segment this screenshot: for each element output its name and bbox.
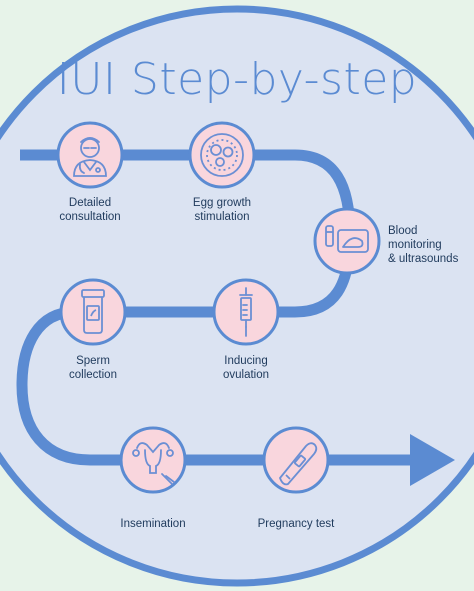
page-title: IUI Step-by-step — [56, 54, 418, 105]
step-label-inducing-ovulation: Inducing ovulation — [222, 355, 270, 381]
egg-cells-icon — [200, 133, 244, 177]
step-label-blood-monitoring: Blood monitoring & ultrasounds — [388, 225, 459, 265]
step-label-egg-growth: Egg growth stimulation — [192, 197, 252, 223]
journey-path — [16, 149, 420, 466]
uterus-icon — [132, 442, 175, 485]
pregnancy-test-icon — [279, 442, 318, 486]
step-node-egg-growth — [188, 121, 256, 189]
step-label-insemination: Insemination — [120, 518, 186, 530]
doctor-icon — [73, 137, 107, 177]
step-node-blood-monitoring — [313, 207, 381, 275]
step-label-consultation: Detailed consultation — [59, 197, 121, 223]
step-node-consultation — [56, 121, 124, 189]
step-label-pregnancy-test: Pregnancy test — [257, 518, 335, 530]
step-node-sperm-collection — [59, 278, 127, 346]
step-label-sperm-collection: Sperm collection — [69, 355, 117, 381]
step-node-pregnancy-test — [262, 426, 330, 494]
step-node-insemination — [119, 426, 187, 494]
syringe-icon — [239, 287, 253, 337]
step-node-inducing-ovulation — [212, 278, 280, 346]
path-arrowhead — [410, 434, 455, 486]
specimen-jar-icon — [81, 289, 105, 334]
ultrasound-icon — [325, 225, 369, 253]
